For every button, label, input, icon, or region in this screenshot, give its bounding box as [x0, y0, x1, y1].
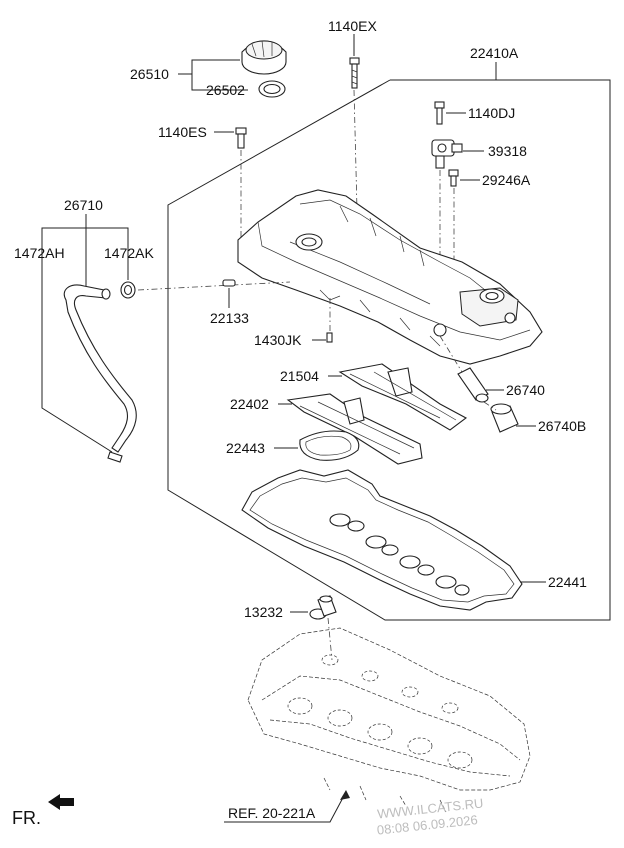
bolt-1140ex[interactable]: [349, 57, 360, 89]
axis-26740b: [483, 401, 497, 411]
oil-filler-cap[interactable]: [241, 40, 287, 75]
bolt-29246a[interactable]: [448, 169, 459, 187]
label-26710[interactable]: 26710: [64, 197, 103, 213]
axis-hose: [137, 281, 291, 291]
ref-leader: [224, 791, 347, 823]
label-22410a[interactable]: 22410A: [470, 45, 519, 61]
pin-1430jk[interactable]: [326, 332, 333, 343]
axis-13232: [327, 617, 333, 661]
label-22443[interactable]: 22443: [226, 440, 265, 456]
leader-26510: [178, 59, 240, 75]
breather-hose[interactable]: [63, 284, 137, 463]
label-1140ex[interactable]: 1140EX: [328, 18, 377, 34]
front-arrow-icon: [48, 794, 74, 810]
label-1472ah[interactable]: 1472AH: [14, 245, 65, 261]
watermark: WWW.ILCATS.RU 08:08 06.09.2026: [376, 795, 484, 837]
plug-13232[interactable]: [309, 595, 337, 620]
baffle-plate-21504[interactable]: [338, 363, 468, 431]
bolt-1140es[interactable]: [235, 127, 247, 149]
leader-26710: [41, 227, 129, 262]
leader-1472ah: [41, 262, 113, 453]
label-26502[interactable]: 26502: [206, 82, 245, 98]
label-22133[interactable]: 22133: [210, 310, 249, 326]
label-1140dj[interactable]: 1140DJ: [468, 105, 515, 121]
dowel-pin-22133[interactable]: [222, 279, 236, 287]
cap-26740b[interactable]: [490, 403, 519, 433]
cylinder-head-ref: [247, 627, 531, 813]
label-39318[interactable]: 39318: [488, 143, 527, 159]
label-13232[interactable]: 13232: [244, 604, 283, 620]
label-22441[interactable]: 22441: [548, 574, 587, 590]
cam-position-sensor[interactable]: [431, 139, 463, 169]
gasket-22443[interactable]: [299, 430, 360, 461]
front-label: FR.: [12, 808, 41, 828]
baffle-plate-22402[interactable]: [286, 393, 423, 465]
label-26740[interactable]: 26740: [506, 382, 545, 398]
label-26740b[interactable]: 26740B: [538, 418, 586, 434]
label-1472ak[interactable]: 1472AK: [104, 245, 154, 261]
filler-cap-gasket[interactable]: [258, 80, 286, 98]
label-21504[interactable]: 21504: [280, 368, 319, 384]
leader-26502: [191, 74, 248, 91]
ref-arrowhead: [340, 790, 350, 800]
tube-26740[interactable]: [457, 367, 489, 403]
reference-label[interactable]: REF. 20-221A: [228, 805, 316, 821]
bolt-1140dj[interactable]: [434, 101, 445, 125]
label-29246a[interactable]: 29246A: [482, 172, 531, 188]
label-26510[interactable]: 26510: [130, 66, 169, 82]
label-1140es[interactable]: 1140ES: [158, 124, 207, 140]
hose-clamp-1472ak[interactable]: [120, 281, 136, 299]
cover-gasket-22441[interactable]: [241, 469, 523, 611]
rocker-cover[interactable]: [237, 189, 543, 365]
label-1430jk[interactable]: 1430JK: [254, 332, 302, 348]
label-22402[interactable]: 22402: [230, 396, 269, 412]
assembly-boundary: [167, 79, 611, 621]
